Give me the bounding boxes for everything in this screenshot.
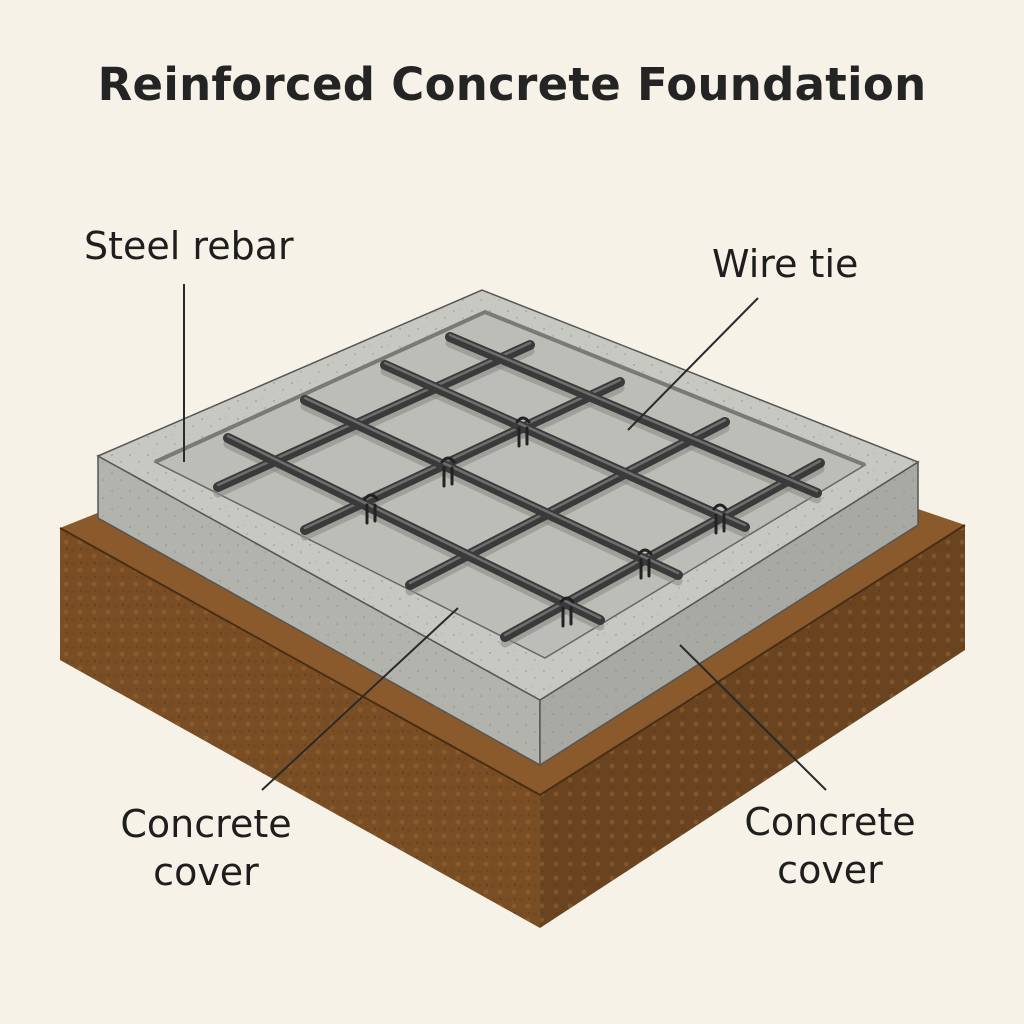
rebar-highlight [448, 333, 819, 493]
wire-tie-icon [559, 596, 575, 628]
rebar-bar [380, 360, 750, 532]
rebar-shadow [223, 439, 605, 631]
wire-ties [363, 416, 728, 628]
wire-tie-icon [637, 548, 653, 580]
page-title: Reinforced Concrete Foundation [97, 58, 927, 111]
rebar-shadow [445, 338, 822, 504]
rebar-bar [500, 458, 825, 642]
rebar-shadow [500, 464, 825, 648]
rebar-shadow [405, 423, 730, 596]
rebar-highlight [383, 361, 747, 527]
rebar-bar [300, 395, 683, 580]
wire-tie-icon [440, 456, 456, 488]
leader-wire-tie [627, 297, 759, 431]
leader-concrete-cover-left [261, 607, 459, 791]
label-concrete-cover-left: Concrete cover [120, 802, 292, 894]
rebar-highlight [503, 459, 822, 637]
rebar-highlight [303, 396, 680, 575]
label-concrete-cover-right: Concrete cover [744, 800, 916, 892]
rebar-shadow [380, 366, 750, 538]
rebar-highlight [226, 434, 602, 620]
wire-tie-icon [712, 503, 728, 535]
leader-concrete-cover-right [679, 644, 827, 791]
leader-lines [183, 284, 827, 791]
rebar-bar [445, 332, 822, 498]
wire-tie-icon [363, 493, 379, 525]
wire-tie-icon [515, 416, 531, 448]
rebar-shadow [300, 401, 683, 586]
label-wire-tie: Wire tie [712, 242, 859, 286]
rebar-bar [223, 433, 605, 625]
rebar-mesh [213, 332, 825, 648]
label-steel-rebar: Steel rebar [84, 224, 294, 268]
